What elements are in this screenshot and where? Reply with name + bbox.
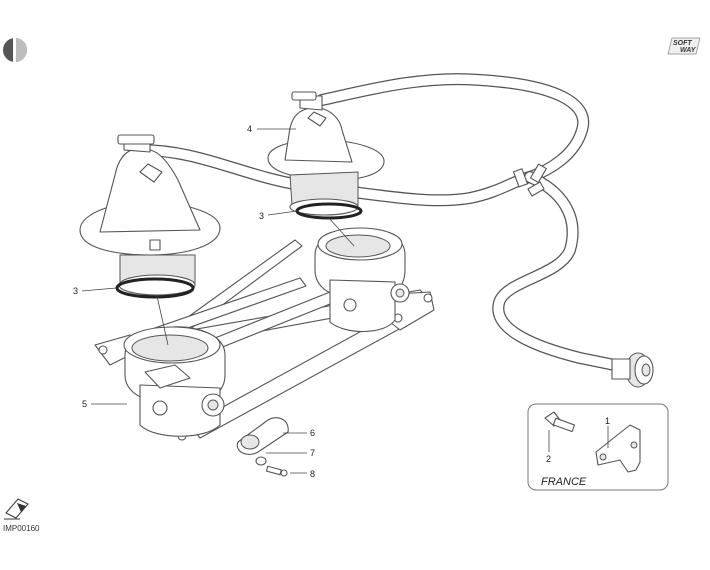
inset-label: FRANCE xyxy=(541,476,587,488)
callout-3-rear: 3 xyxy=(259,211,264,221)
callout-5: 5 xyxy=(82,399,87,409)
throttle-body-assembly xyxy=(94,227,435,441)
callout-4: 4 xyxy=(247,124,252,134)
france-inset xyxy=(527,403,669,491)
callout-7: 7 xyxy=(310,448,315,458)
callout-6: 6 xyxy=(310,428,315,438)
sensor-connector xyxy=(236,417,289,455)
drawing-code: IMP00160 xyxy=(3,524,40,533)
circle-badge-icon xyxy=(3,38,27,62)
callout-8: 8 xyxy=(310,469,315,479)
o-ring-front xyxy=(115,277,195,299)
callout-1: 1 xyxy=(605,416,610,426)
soft-way-logo-icon: SOFT WAY xyxy=(667,37,701,55)
logo-text-bottom: WAY xyxy=(680,47,697,54)
breather-hose xyxy=(134,73,654,388)
air-intake-funnel-rear xyxy=(267,91,385,216)
callout-3-front: 3 xyxy=(73,286,78,296)
callout-2: 2 xyxy=(546,454,551,464)
tag-icon xyxy=(4,498,29,520)
logo-text-top: SOFT xyxy=(673,40,692,47)
air-intake-funnel-front xyxy=(79,134,221,297)
screw xyxy=(265,465,288,477)
washer xyxy=(255,456,267,466)
